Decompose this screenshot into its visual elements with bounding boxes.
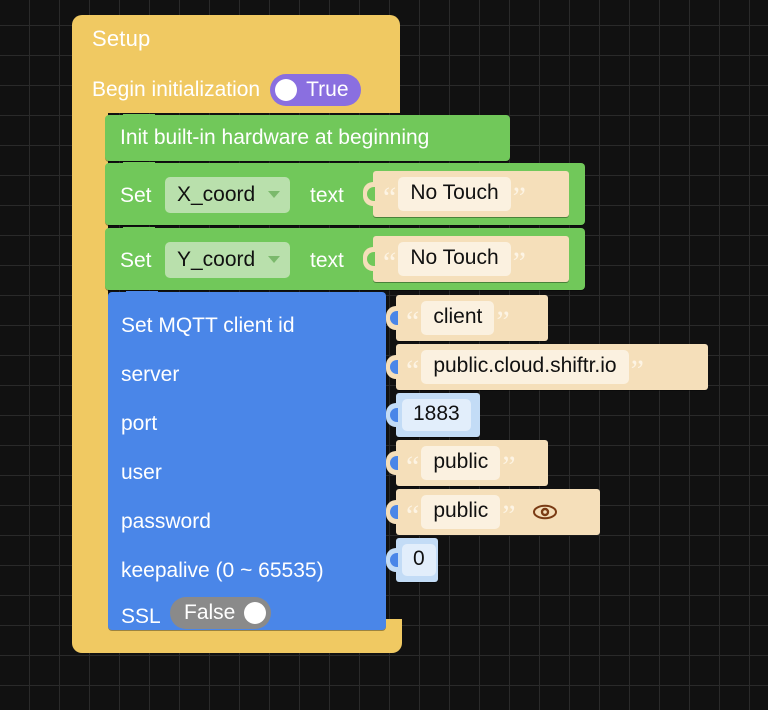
- block-notch-icon: [123, 162, 155, 171]
- puzzle-plug-icon: [363, 182, 375, 206]
- begin-initialization-toggle[interactable]: True: [270, 74, 361, 106]
- mqtt-keepalive-label: keepalive (0 ~ 65535): [121, 559, 324, 582]
- chevron-down-icon: [268, 191, 281, 198]
- mqtt-server-label: server: [121, 363, 180, 386]
- mqtt-port-field[interactable]: 1883: [402, 399, 471, 431]
- begin-initialization-label: Begin initialization: [92, 78, 261, 101]
- block-notch-icon: [123, 114, 155, 123]
- puzzle-plug-icon: [363, 247, 375, 271]
- mqtt-port-number-block[interactable]: 1883: [386, 393, 480, 437]
- puzzle-plug-icon: [386, 306, 398, 330]
- set-y-variable-label: Y_coord: [177, 247, 256, 271]
- toggle-knob-icon: [244, 602, 267, 624]
- mqtt-config-block[interactable]: Set MQTT client id server port user pass…: [108, 291, 386, 630]
- chevron-down-icon: [268, 256, 281, 263]
- set-x-variable-label: X_coord: [177, 182, 256, 206]
- setup-block-title: Setup: [92, 26, 151, 51]
- set-x-variable-dropdown[interactable]: X_coord: [165, 177, 291, 213]
- set-y-value-field[interactable]: No Touch: [398, 242, 511, 276]
- mqtt-user-field[interactable]: public: [421, 446, 501, 480]
- puzzle-plug-icon: [386, 451, 398, 475]
- mqtt-ssl-toggle-label: False: [184, 601, 236, 624]
- mqtt-client-id-field[interactable]: client: [421, 301, 495, 335]
- block-notch-icon: [126, 291, 158, 300]
- mqtt-keepalive-number-block[interactable]: 0: [386, 538, 438, 582]
- mqtt-password-label: password: [121, 510, 211, 533]
- mqtt-ssl-label: SSL: [121, 605, 161, 628]
- mqtt-ssl-toggle[interactable]: False: [170, 597, 272, 629]
- block-notch-icon: [123, 227, 155, 236]
- set-x-property-label: text: [310, 184, 344, 207]
- set-x-value-string-block[interactable]: “ No Touch ”: [363, 171, 569, 217]
- init-hardware-label: Init built-in hardware at beginning: [120, 126, 430, 149]
- init-hardware-block[interactable]: Init built-in hardware at beginning: [105, 114, 510, 161]
- eye-icon[interactable]: [532, 504, 558, 520]
- set-y-variable-dropdown[interactable]: Y_coord: [165, 242, 291, 278]
- puzzle-plug-icon: [386, 548, 398, 572]
- mqtt-client-id-string-block[interactable]: “ client ”: [386, 295, 548, 341]
- mqtt-keepalive-field[interactable]: 0: [402, 544, 436, 576]
- mqtt-user-string-block[interactable]: “ public ”: [386, 440, 548, 486]
- mqtt-user-label: user: [121, 461, 162, 484]
- mqtt-port-label: port: [121, 412, 158, 435]
- set-y-set-label: Set: [120, 249, 152, 272]
- begin-initialization-row: Begin initialization True: [92, 74, 361, 106]
- set-y-value-string-block[interactable]: “ No Touch ”: [363, 236, 569, 282]
- mqtt-server-string-block[interactable]: “ public.cloud.shiftr.io ”: [386, 344, 708, 390]
- set-x-value-field[interactable]: No Touch: [398, 177, 511, 211]
- mqtt-password-field[interactable]: public: [421, 495, 501, 529]
- mqtt-password-string-block[interactable]: “ public ”: [386, 489, 600, 535]
- mqtt-server-field[interactable]: public.cloud.shiftr.io: [421, 350, 629, 384]
- setup-block-left-spine[interactable]: [72, 110, 108, 622]
- toggle-knob-icon: [275, 79, 298, 101]
- begin-initialization-toggle-label: True: [306, 78, 349, 101]
- set-y-property-label: text: [310, 249, 344, 272]
- mqtt-client-id-label: Set MQTT client id: [121, 314, 295, 337]
- puzzle-plug-icon: [386, 500, 398, 524]
- set-x-set-label: Set: [120, 184, 152, 207]
- puzzle-plug-icon: [386, 403, 398, 427]
- puzzle-plug-icon: [386, 355, 398, 379]
